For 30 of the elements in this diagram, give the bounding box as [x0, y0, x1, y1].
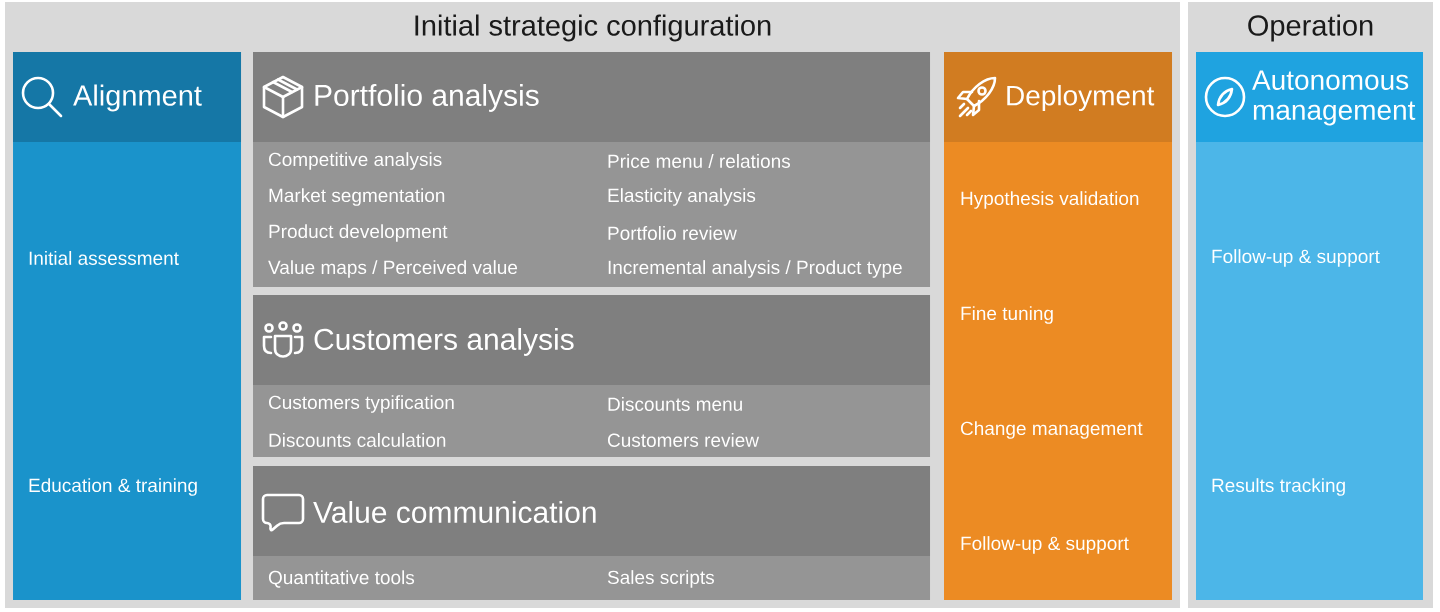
header-band: Alignment: [13, 52, 241, 142]
item-label: Education & training: [29, 478, 197, 496]
item-label: Follow-up & support: [961, 536, 1129, 554]
header-band: Value communication: [253, 466, 930, 556]
item-label: Sales scripts: [607, 570, 714, 588]
item-label: Customers typification: [269, 395, 454, 413]
item-label: Quantitative tools: [268, 570, 415, 588]
item-label: Hypothesis validation: [961, 191, 1139, 209]
item-label: Competitive analysis: [269, 152, 442, 170]
item-label: Elasticity analysis: [608, 188, 756, 206]
item-label: Customers review: [608, 433, 760, 447]
item-label: Follow-up & support: [1212, 249, 1380, 267]
item-label: Results tracking: [1212, 478, 1345, 496]
panel-title: Operation: [1248, 14, 1373, 42]
item-label: Value maps / Perceived value: [268, 260, 518, 278]
item-label: Initial assessment: [29, 251, 179, 265]
item-label: Product development: [269, 224, 448, 242]
header-band: Deployment: [944, 52, 1172, 142]
item-label: Price menu / relations: [608, 154, 791, 168]
item-label: Change management: [961, 421, 1143, 439]
item-label: Fine tuning: [961, 306, 1053, 324]
header-band: Portfolio analysis: [253, 52, 930, 142]
item-label: Incremental analysis / Product type: [608, 260, 902, 278]
item-label: Discounts menu: [608, 397, 742, 411]
item-label: Discounts calculation: [269, 433, 446, 447]
panel-title: Initial strategic configuration: [415, 14, 771, 42]
item-label: Market segmentation: [269, 188, 445, 206]
header-band: Autonomous management: [1196, 52, 1423, 142]
header-band: Customers analysis: [253, 295, 930, 385]
item-label: Portfolio review: [608, 226, 737, 240]
